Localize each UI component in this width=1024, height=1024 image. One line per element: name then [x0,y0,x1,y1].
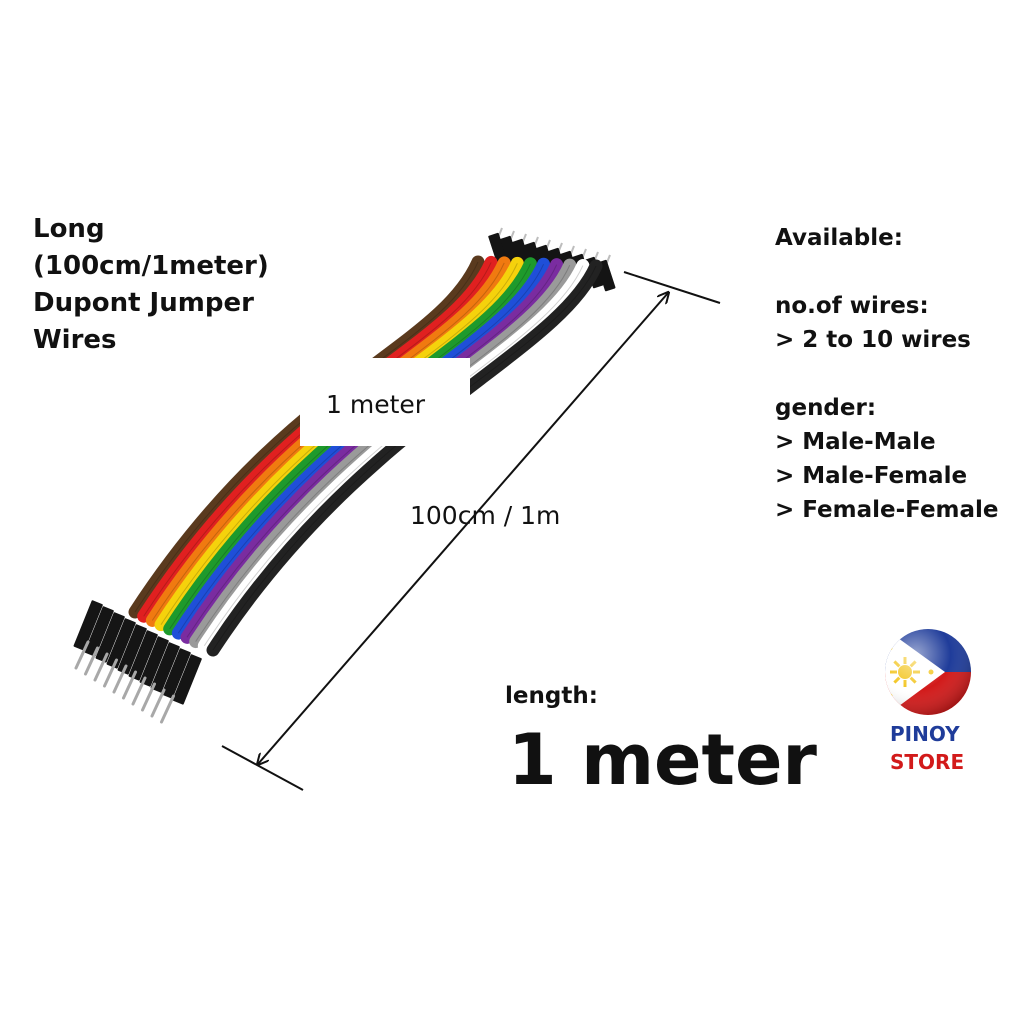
title-line: Wires [33,325,117,355]
logo-text-pinoy: PINOY [890,722,960,746]
gender-option: > Male-Female [775,463,968,489]
connector-housing [84,606,114,657]
connector-housing [106,618,136,669]
logo-text-store: STORE [890,750,965,774]
connector-pin [160,694,175,724]
connector-housing [95,612,125,663]
dimension-tick-bottom [221,745,304,791]
connector-pin [93,652,109,682]
wires-heading: no.of wires: [775,293,929,319]
dimension-label: 100cm / 1m [410,501,561,530]
connector-housing [139,636,169,687]
bottom-connector-strip [73,600,202,724]
connector-pin [74,640,90,670]
philippine-flag-globe-icon [885,629,971,715]
gender-option: > Female-Female [775,497,999,523]
connector-housing [172,654,202,705]
title-line: (100cm/1meter) [33,251,269,281]
wires-option: > 2 to 10 wires [775,327,971,353]
connector-housing [488,232,508,265]
dimension-arrow-icon [221,271,721,791]
connector-pin [112,664,128,694]
availability-heading: Available: [775,225,903,251]
connector-pin [141,682,156,712]
length-heading: length: [505,683,598,709]
gender-option: > Male-Male [775,429,936,455]
length-value: 1 meter [508,719,817,801]
gender-heading: gender: [775,395,877,421]
connector-housing [73,600,103,651]
availability-panel: Available: no.of wires: > 2 to 10 wires … [775,227,999,533]
title-line: Dupont Jumper [33,288,254,318]
connector-housing [128,630,158,681]
product-title: Long (100cm/1meter) Dupont Jumper Wires [33,216,269,364]
dimension-tick-top [623,271,721,304]
connector-pin [150,688,166,718]
connector-housing [150,642,180,693]
cable-label: 1 meter [326,390,426,419]
connector-pin [122,670,137,700]
title-line: Long [33,214,105,244]
connector-pin [84,646,99,676]
connector-pin [131,676,147,706]
connector-housing [161,648,191,699]
connector-pin [103,658,118,688]
dimension-line [258,293,668,764]
connector-housing [117,624,147,675]
